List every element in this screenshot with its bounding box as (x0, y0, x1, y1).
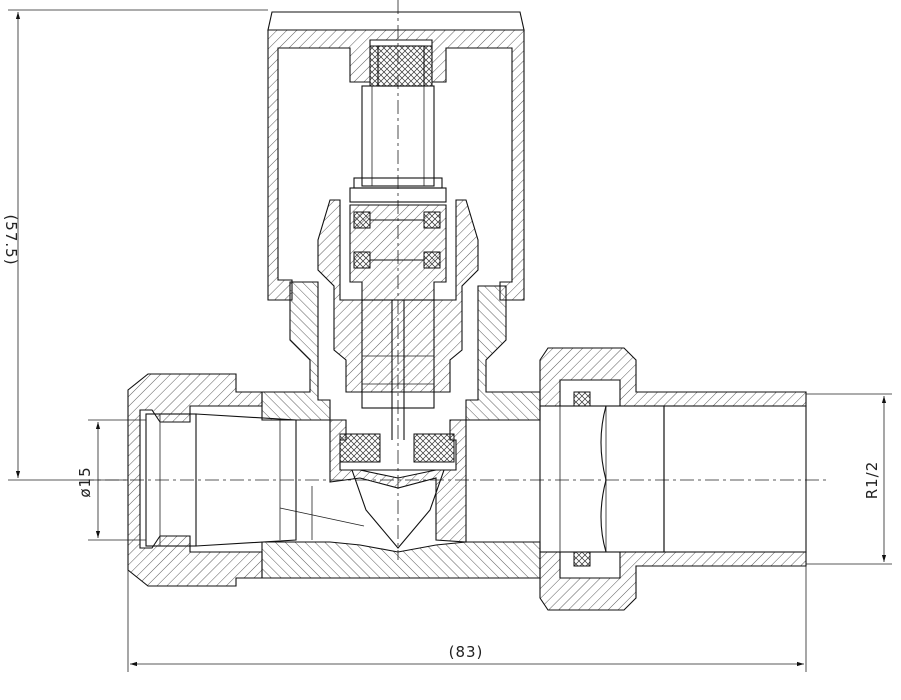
height-dimension-label: (57.5) (2, 214, 20, 265)
inner-stem (361, 299, 435, 440)
thread-dimension-label: R1/2 (863, 461, 881, 500)
bonnet (317, 199, 479, 393)
diameter-dimension-label: ø15 (76, 466, 94, 497)
dimension-height (8, 9, 268, 481)
right-union-nut (539, 347, 807, 611)
valve-body (261, 281, 541, 579)
dimension-diameter (88, 419, 146, 541)
dimension-thread (806, 393, 892, 565)
dimension-length (127, 566, 807, 672)
length-dimension-label: (83) (449, 643, 484, 661)
left-compression-nut (127, 373, 297, 587)
spindle (349, 85, 447, 203)
